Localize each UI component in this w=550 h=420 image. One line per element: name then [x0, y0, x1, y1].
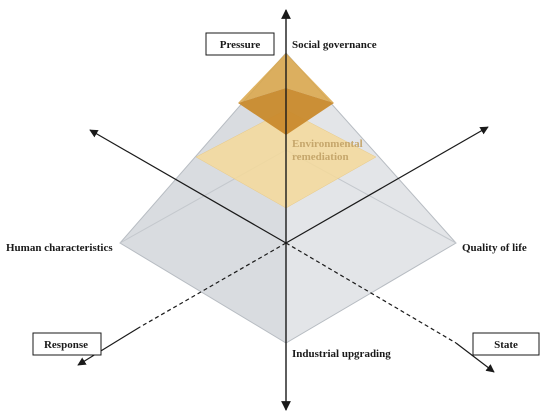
vertex-label-human-characteristics: Human characteristics	[6, 242, 113, 254]
pressure-label: Pressure	[220, 39, 261, 51]
vertex-label-social-governance: Social governance	[292, 39, 377, 51]
inner-label-line1: Environmental	[292, 138, 363, 150]
vertex-label-industrial-upgrading: Industrial upgrading	[292, 348, 391, 360]
response-box: Response	[32, 332, 102, 356]
vertex-label-quality-of-life: Quality of life	[462, 242, 527, 254]
response-label: Response	[44, 339, 88, 351]
axis-diagonal-pressure-to-state	[89, 129, 287, 244]
state-label: State	[494, 339, 518, 351]
state-box: State	[472, 332, 540, 356]
axis-diagonal-response	[77, 326, 141, 366]
pressure-box: Pressure	[205, 32, 275, 56]
axis-diagonal-state-end	[455, 342, 495, 373]
axis-diagonal-dashed-2	[139, 242, 287, 328]
inner-label-line2: remediation	[292, 151, 349, 163]
axis-diagonal-quality	[285, 126, 489, 244]
axis-diagonal-dashed-1	[285, 242, 457, 344]
